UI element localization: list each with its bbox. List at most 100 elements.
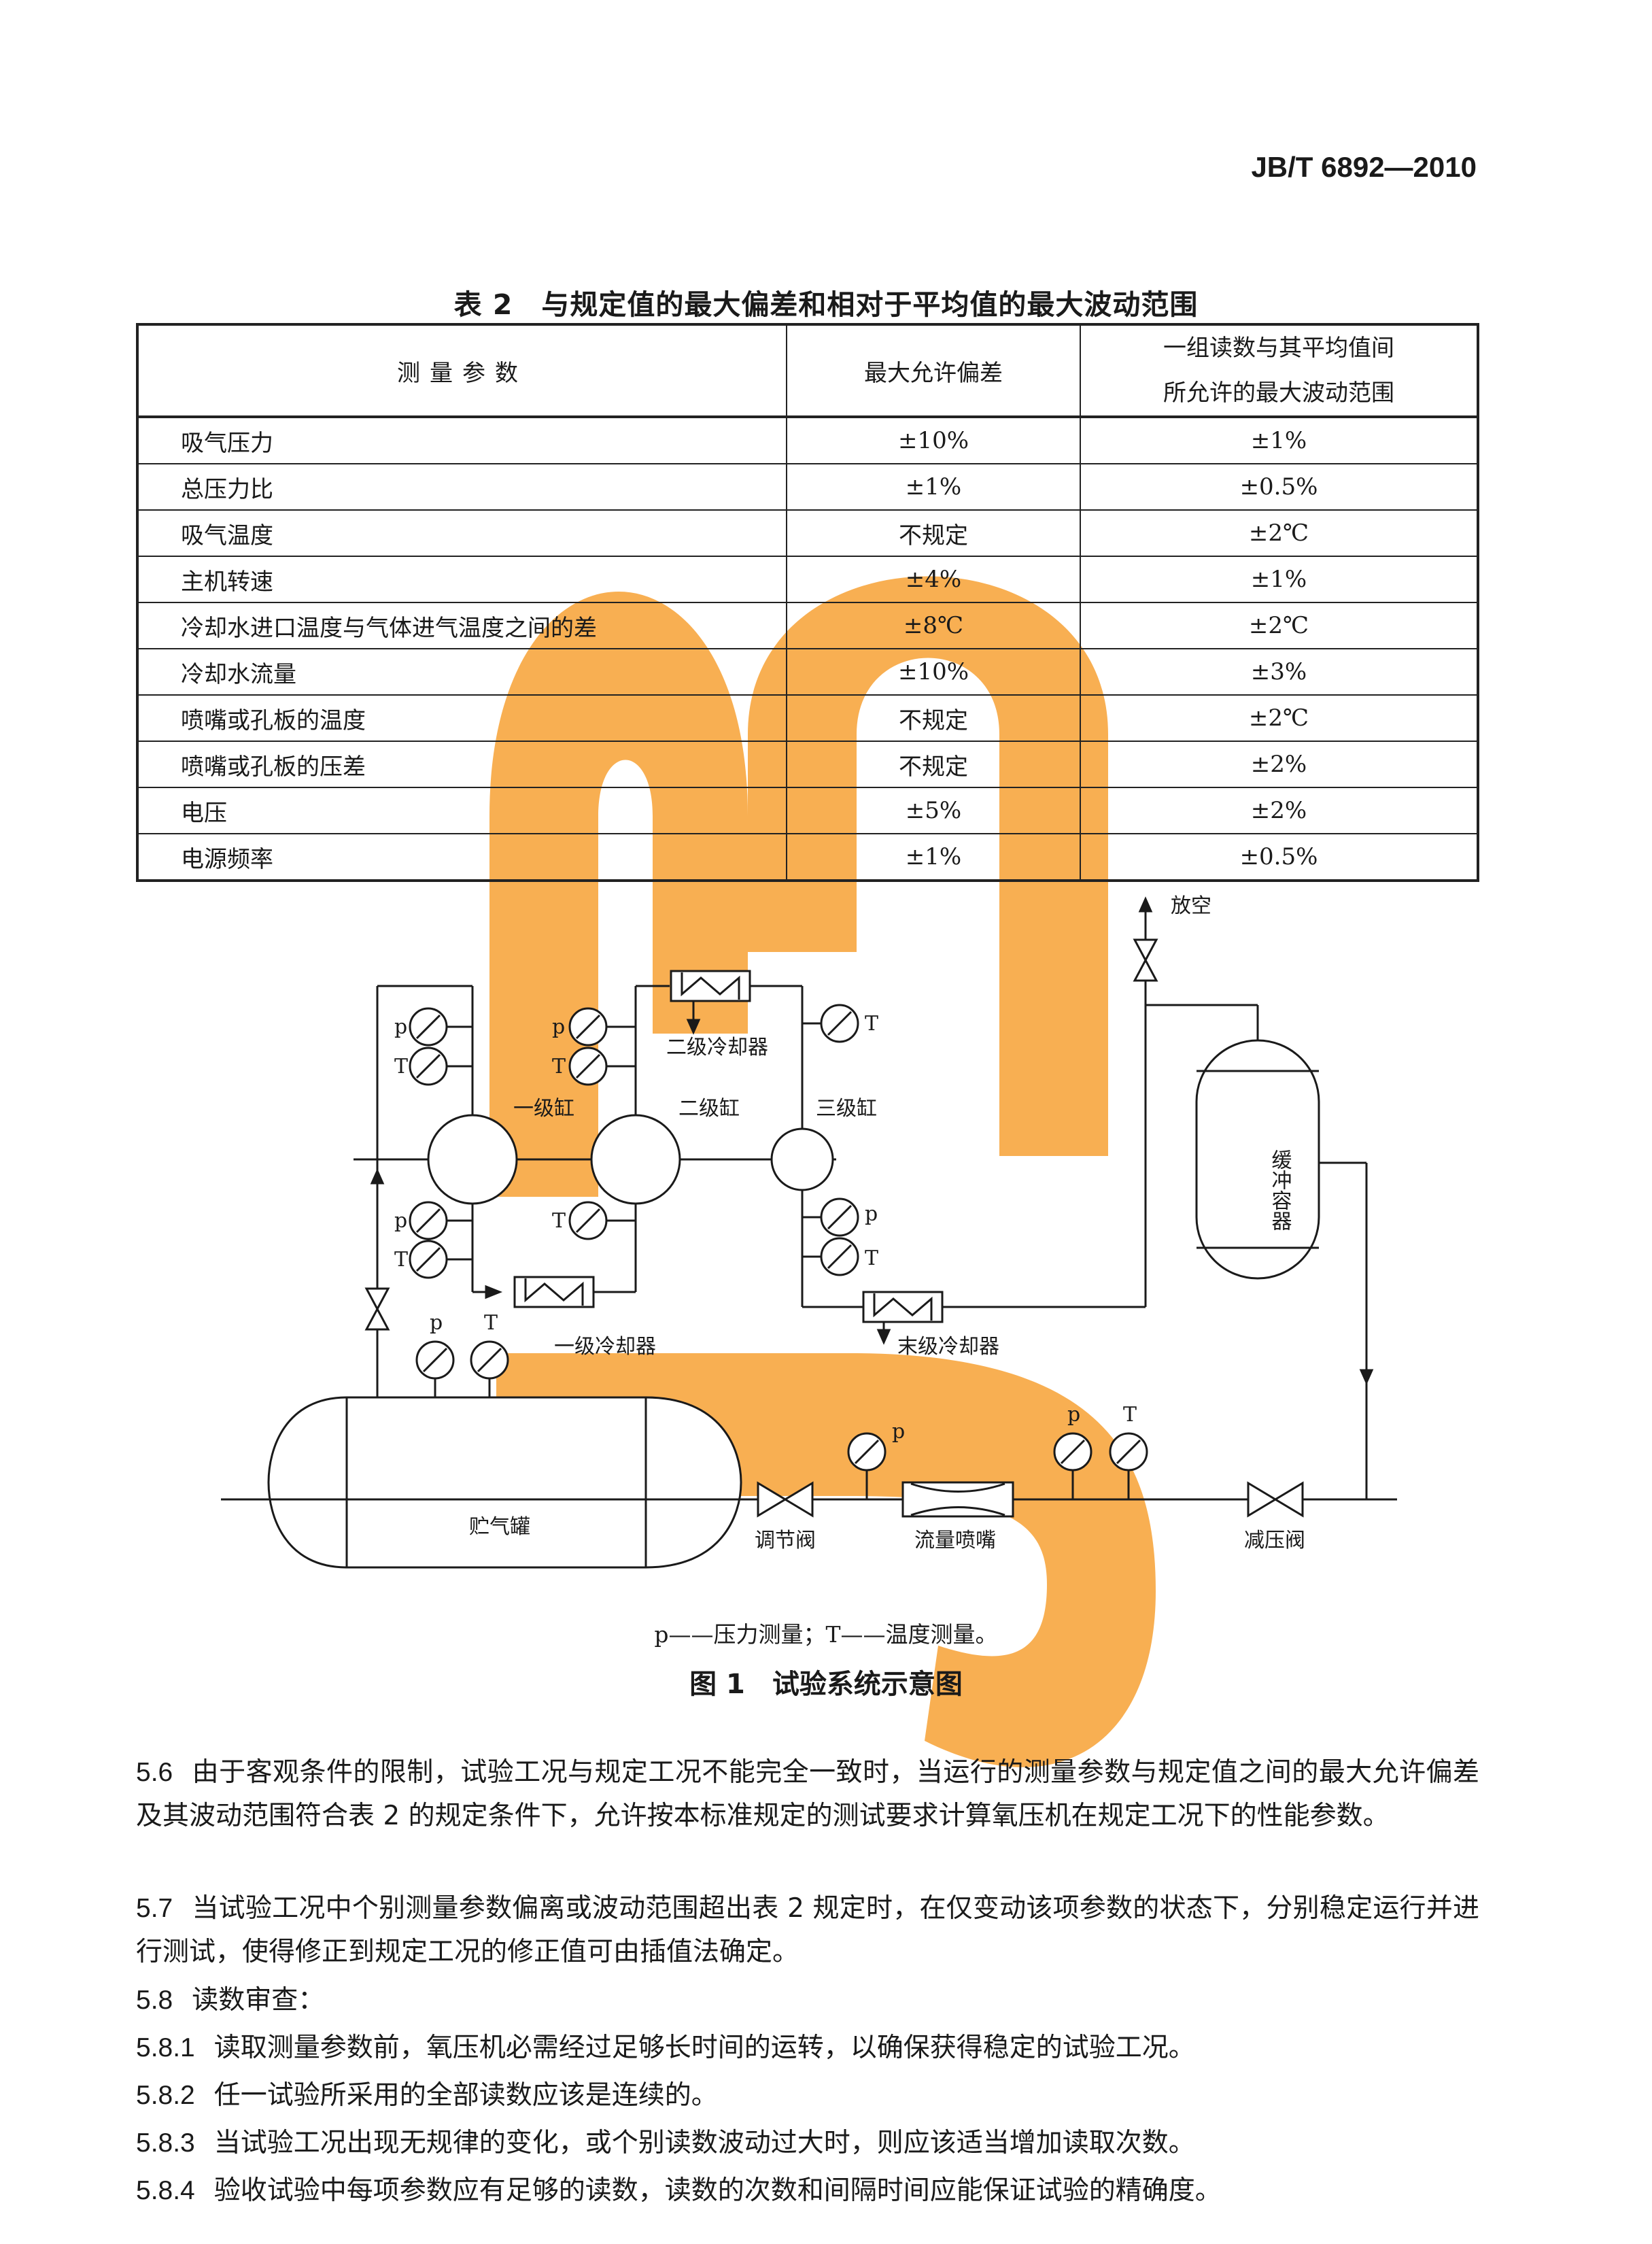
p-gauge-icon bbox=[847, 1432, 887, 1472]
clause-text: 验收试验中每项参数应有足够的读数，读数的次数和间隔时间应能保证试验的精确度。 bbox=[213, 2175, 1222, 2206]
p-label: p bbox=[865, 1202, 878, 1226]
cell-range: ±3% bbox=[1080, 648, 1479, 696]
vent-valve-icon bbox=[1133, 938, 1158, 982]
cell-param: 吸气温度 bbox=[137, 509, 787, 557]
p-label: p bbox=[892, 1420, 905, 1444]
table-row: 主机转速±4%±1% bbox=[137, 556, 1479, 603]
stage1-label: 一级缸 bbox=[513, 1097, 574, 1121]
cell-deviation: ±8℃ bbox=[786, 602, 1081, 649]
table-row: 喷嘴或孔板的压差不规定±2% bbox=[137, 741, 1479, 788]
cell-param: 电压 bbox=[137, 787, 787, 834]
header-deviation: 最大允许偏差 bbox=[786, 324, 1081, 418]
cell-range: ±0.5% bbox=[1080, 833, 1479, 882]
clause-text: 读取测量参数前，氧压机必需经过足够长时间的运转，以确保获得稳定的试验工况。 bbox=[213, 2033, 1195, 2063]
cell-range: ±2℃ bbox=[1080, 602, 1479, 649]
para-5-8-1: 5.8.1 读取测量参数前，氧压机必需经过足够长时间的运转，以确保获得稳定的试验工… bbox=[136, 2026, 1479, 2070]
buffer-vessel bbox=[1195, 1039, 1320, 1280]
table-row: 总压力比±1%±0.5% bbox=[137, 463, 1479, 511]
clause-text: 由于客观条件的限制，试验工况与规定工况不能完全一致时，当运行的测量参数与规定值之… bbox=[136, 1757, 1479, 1831]
T-label: T bbox=[1123, 1403, 1137, 1427]
p-gauge-icon bbox=[568, 1007, 608, 1047]
flow-nozzle-label: 流量喷嘴 bbox=[914, 1529, 996, 1552]
clause-number: 5.7 bbox=[136, 1894, 173, 1923]
test-system-diagram: 放空 缓冲容器 一级缸 二级缸 三级缸 p T p T 一级冷却器 T 二级冷却… bbox=[221, 894, 1397, 1700]
t-gauge-icon bbox=[568, 1047, 608, 1086]
header-range-line2: 所允许的最大波动范围 bbox=[1163, 379, 1394, 407]
clause-text: 任一试验所采用的全部读数应该是连续的。 bbox=[213, 2080, 718, 2111]
cell-param: 喷嘴或孔板的温度 bbox=[137, 694, 787, 742]
clause-number: 5.8.1 bbox=[136, 2033, 195, 2062]
p-label: p bbox=[1067, 1403, 1080, 1427]
stage1-cylinder bbox=[427, 1114, 518, 1205]
clause-text: 当试验工况出现无规律的变化，或个别读数波动过大时，则应该适当增加读取次数。 bbox=[213, 2128, 1195, 2158]
cell-range: ±2% bbox=[1080, 787, 1479, 834]
T-label: T bbox=[865, 1246, 878, 1270]
storage-tank bbox=[267, 1396, 742, 1569]
t-gauge-icon bbox=[820, 1004, 859, 1043]
t-gauge-icon bbox=[568, 1201, 608, 1240]
cell-range: ±0.5% bbox=[1080, 463, 1479, 511]
p-gauge-icon bbox=[820, 1197, 859, 1237]
p-gauge-icon bbox=[1053, 1432, 1092, 1472]
table-title: 表 2 与规定值的最大偏差和相对于平均值的最大波动范围 bbox=[453, 288, 1199, 321]
T-label: T bbox=[484, 1311, 498, 1335]
clause-number: 5.6 bbox=[136, 1758, 173, 1787]
stage3-label: 三级缸 bbox=[816, 1097, 877, 1121]
table-row: 电源频率±1%±0.5% bbox=[137, 833, 1479, 882]
table-header-row: 测量参数 最大允许偏差 一组读数与其平均值间 所允许的最大波动范围 bbox=[137, 324, 1479, 418]
cell-deviation: 不规定 bbox=[786, 509, 1081, 557]
T-label: T bbox=[394, 1248, 408, 1272]
clause-number: 5.8.2 bbox=[136, 2081, 195, 2110]
T-label: T bbox=[394, 1055, 408, 1078]
T-label: T bbox=[865, 1012, 878, 1036]
cell-deviation: ±10% bbox=[786, 648, 1081, 696]
T-label: T bbox=[552, 1055, 566, 1078]
p-label: p bbox=[394, 1209, 407, 1233]
reducing-valve-label: 减压阀 bbox=[1244, 1529, 1305, 1552]
cell-range: ±1% bbox=[1080, 416, 1479, 464]
p-label: p bbox=[430, 1311, 443, 1335]
table-row: 吸气温度不规定±2℃ bbox=[137, 509, 1479, 557]
final-cooler-label: 末级冷却器 bbox=[897, 1335, 999, 1359]
header-param: 测量参数 bbox=[137, 324, 787, 418]
cooler1-label: 一级冷却器 bbox=[554, 1335, 656, 1359]
figure-caption: 图 1 试验系统示意图 bbox=[689, 1669, 963, 1700]
clause-number: 5.8 bbox=[136, 1986, 173, 2015]
table-row: 冷却水流量±10%±3% bbox=[137, 648, 1479, 696]
p-label: p bbox=[552, 1015, 565, 1039]
cooler1-icon bbox=[513, 1276, 595, 1308]
cell-param: 喷嘴或孔板的压差 bbox=[137, 741, 787, 788]
t-gauge-icon bbox=[1109, 1432, 1148, 1472]
cell-range: ±2% bbox=[1080, 741, 1479, 788]
stage2-label: 二级缸 bbox=[678, 1097, 740, 1121]
cooler2-label: 二级冷却器 bbox=[666, 1036, 768, 1059]
cooler2-icon bbox=[670, 970, 751, 1002]
table-row: 冷却水进口温度与气体进气温度之间的差±8℃±2℃ bbox=[137, 602, 1479, 649]
cell-param: 主机转速 bbox=[137, 556, 787, 603]
stage2-cylinder bbox=[590, 1114, 681, 1205]
table-row: 电压±5%±2% bbox=[137, 787, 1479, 834]
clause-number: 5.8.4 bbox=[136, 2176, 195, 2205]
regulating-valve-label: 调节阀 bbox=[755, 1529, 816, 1552]
diagram-legend: p——压力测量；T——温度测量。 bbox=[654, 1621, 997, 1648]
t-gauge-icon bbox=[409, 1240, 448, 1279]
document-code: JB/T 6892—2010 bbox=[1251, 151, 1477, 183]
header-range: 一组读数与其平均值间 所允许的最大波动范围 bbox=[1080, 324, 1479, 418]
cell-param: 总压力比 bbox=[137, 463, 787, 511]
cell-deviation: 不规定 bbox=[786, 694, 1081, 742]
p-label: p bbox=[394, 1015, 407, 1039]
tank-label: 贮气罐 bbox=[469, 1515, 530, 1539]
cell-range: ±1% bbox=[1080, 556, 1479, 603]
reducing-valve-icon bbox=[1247, 1482, 1304, 1517]
cell-param: 电源频率 bbox=[137, 833, 787, 882]
regulating-valve-icon bbox=[757, 1482, 814, 1517]
cell-param: 冷却水流量 bbox=[137, 648, 787, 696]
cell-deviation: 不规定 bbox=[786, 741, 1081, 788]
buffer-label: 缓冲容器 bbox=[1268, 1149, 1292, 1231]
T-label: T bbox=[552, 1209, 566, 1233]
vent-label: 放空 bbox=[1171, 894, 1211, 918]
cell-param: 冷却水进口温度与气体进气温度之间的差 bbox=[137, 602, 787, 649]
